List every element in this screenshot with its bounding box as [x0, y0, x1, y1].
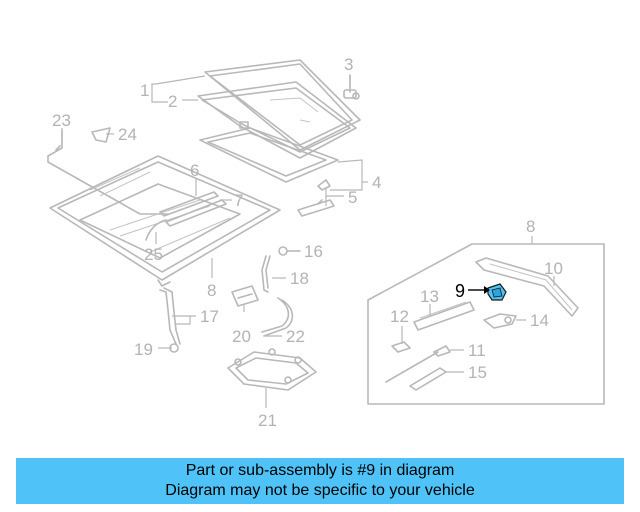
parts-diagram: 1 2 3 4 5 6 7 8 8 9 10 11 12 13 14 15 16… [47, 55, 605, 430]
callout-14: 14 [530, 311, 549, 330]
part-6-rail [159, 191, 227, 227]
part-24-clip [91, 127, 111, 143]
callout-2: 2 [168, 92, 177, 111]
callout-4: 4 [372, 173, 381, 192]
part-25-seal [145, 219, 167, 241]
part-17-hose [159, 287, 181, 353]
callout-23: 23 [52, 111, 71, 130]
callout-11: 11 [468, 341, 486, 360]
callout-19: 19 [134, 340, 153, 359]
callout-3: 3 [344, 55, 353, 74]
part-14-link [483, 313, 517, 329]
part-13-cable-guide [413, 301, 475, 331]
part-11-cable [385, 345, 451, 383]
callout-10: 10 [544, 259, 563, 278]
part-3-bolt [343, 74, 360, 100]
callout-21: 21 [258, 411, 277, 430]
callout-22: 22 [286, 327, 305, 346]
callout-8-main: 8 [207, 281, 216, 300]
part-22-hose [261, 297, 294, 337]
part-10-rail [475, 257, 579, 317]
part-18-hose [261, 255, 271, 293]
callout-7: 7 [234, 191, 243, 210]
callout-25: 25 [144, 245, 163, 264]
part-4-frame [199, 127, 339, 183]
subassembly-box [367, 243, 605, 405]
callout-13: 13 [420, 287, 439, 306]
callout-5: 5 [348, 188, 357, 207]
part-9-highlighted [487, 283, 507, 301]
callout-9: 9 [455, 281, 465, 301]
banner-disclaimer: Diagram may not be specific to your vehi… [165, 482, 475, 499]
callout-24: 24 [118, 125, 137, 144]
part-1-glass-panel [197, 59, 361, 159]
callout-16: 16 [304, 242, 323, 261]
callout-20: 20 [232, 327, 251, 346]
callout-18: 18 [290, 269, 309, 288]
part-12-block [391, 341, 411, 353]
part-5-bracket [297, 179, 335, 217]
part-20-motor [231, 285, 259, 307]
callout-8-subassembly: 8 [526, 217, 535, 236]
callout-labels: 1 2 3 4 5 6 7 8 8 9 10 11 12 13 14 15 16… [52, 55, 563, 430]
callout-12: 12 [390, 307, 409, 326]
part-8-housing [49, 155, 281, 287]
callout-6: 6 [190, 161, 199, 180]
callout-15: 15 [468, 363, 487, 382]
leader-lines [61, 75, 555, 408]
callout-17: 17 [200, 307, 219, 326]
banner-part-notice: Part or sub-assembly is #9 in diagram [185, 462, 455, 479]
info-banner: Part or sub-assembly is #9 in diagram Di… [16, 458, 624, 504]
part-9-leader-arrow [468, 286, 490, 294]
callout-1: 1 [140, 81, 149, 100]
part-21-tray [227, 348, 317, 391]
part-15-rail [409, 367, 447, 391]
